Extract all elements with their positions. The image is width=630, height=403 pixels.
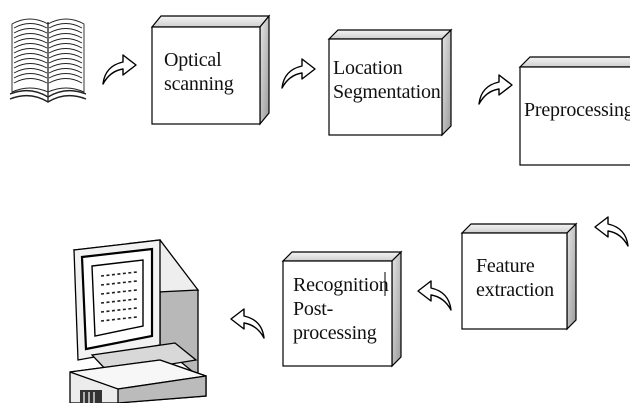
curved-arrow-icon — [478, 74, 513, 105]
stage-label-feature-extraction: Feature extraction — [476, 255, 554, 301]
stage-box-optical-scanning — [150, 14, 271, 126]
stage-box-location-segmentation — [327, 28, 453, 137]
open-book-icon — [9, 18, 87, 103]
stage-label-recognition: Recognition Post- processing — [293, 274, 389, 344]
computer-monitor-icon — [69, 239, 207, 403]
stage-label-location-segmentation: Location Segmentation — [333, 57, 441, 103]
curved-arrow-icon — [594, 216, 629, 247]
curved-arrow-icon — [102, 54, 137, 85]
stage-box-preprocessing — [518, 56, 630, 166]
stage-label-optical-scanning: Optical scanning — [164, 49, 234, 95]
curved-arrow-icon — [417, 280, 452, 311]
stage-box-feature-extraction — [460, 222, 578, 331]
stage-box-recognition — [281, 250, 403, 368]
stage-label-preprocessing: Preprocessing — [524, 99, 630, 121]
curved-arrow-icon — [281, 58, 316, 89]
curved-arrow-icon — [230, 308, 265, 339]
